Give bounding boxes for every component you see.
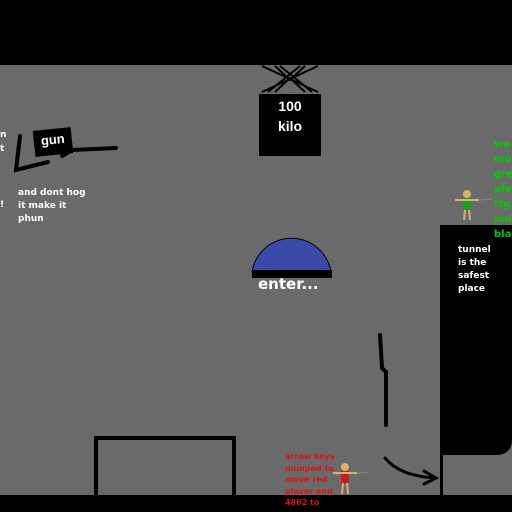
hog-hint-text: and dont hog it make it phun bbox=[18, 188, 86, 224]
left-edge-text: n t ! bbox=[0, 130, 7, 210]
enter-dome bbox=[251, 237, 332, 273]
weight-amount: 100 bbox=[278, 98, 302, 114]
hanging-rope bbox=[378, 333, 388, 427]
weight-unit: kilo bbox=[277, 118, 303, 134]
green-player-instructions: wa mo gre pla tfg mo bla bbox=[494, 139, 512, 240]
weight-block[interactable]: 100 kilo bbox=[259, 94, 321, 156]
green-player[interactable] bbox=[455, 190, 493, 221]
gun-label[interactable]: gun bbox=[32, 127, 74, 157]
tunnel-hint-text: tunnel is the safest place bbox=[458, 245, 491, 294]
tunnel bbox=[440, 225, 512, 455]
ground-bar bbox=[0, 495, 512, 512]
red-player[interactable] bbox=[333, 463, 370, 495]
arrow-icon bbox=[383, 456, 440, 486]
red-player-instructions: arrow keys numpad to move red player and… bbox=[285, 452, 335, 507]
enter-dome-base bbox=[252, 270, 332, 278]
weight-chain bbox=[261, 65, 319, 93]
goal-frame bbox=[94, 436, 236, 502]
enter-label: enter... bbox=[258, 275, 319, 293]
tunnel-post bbox=[440, 452, 443, 496]
top-black-bar bbox=[0, 0, 512, 65]
